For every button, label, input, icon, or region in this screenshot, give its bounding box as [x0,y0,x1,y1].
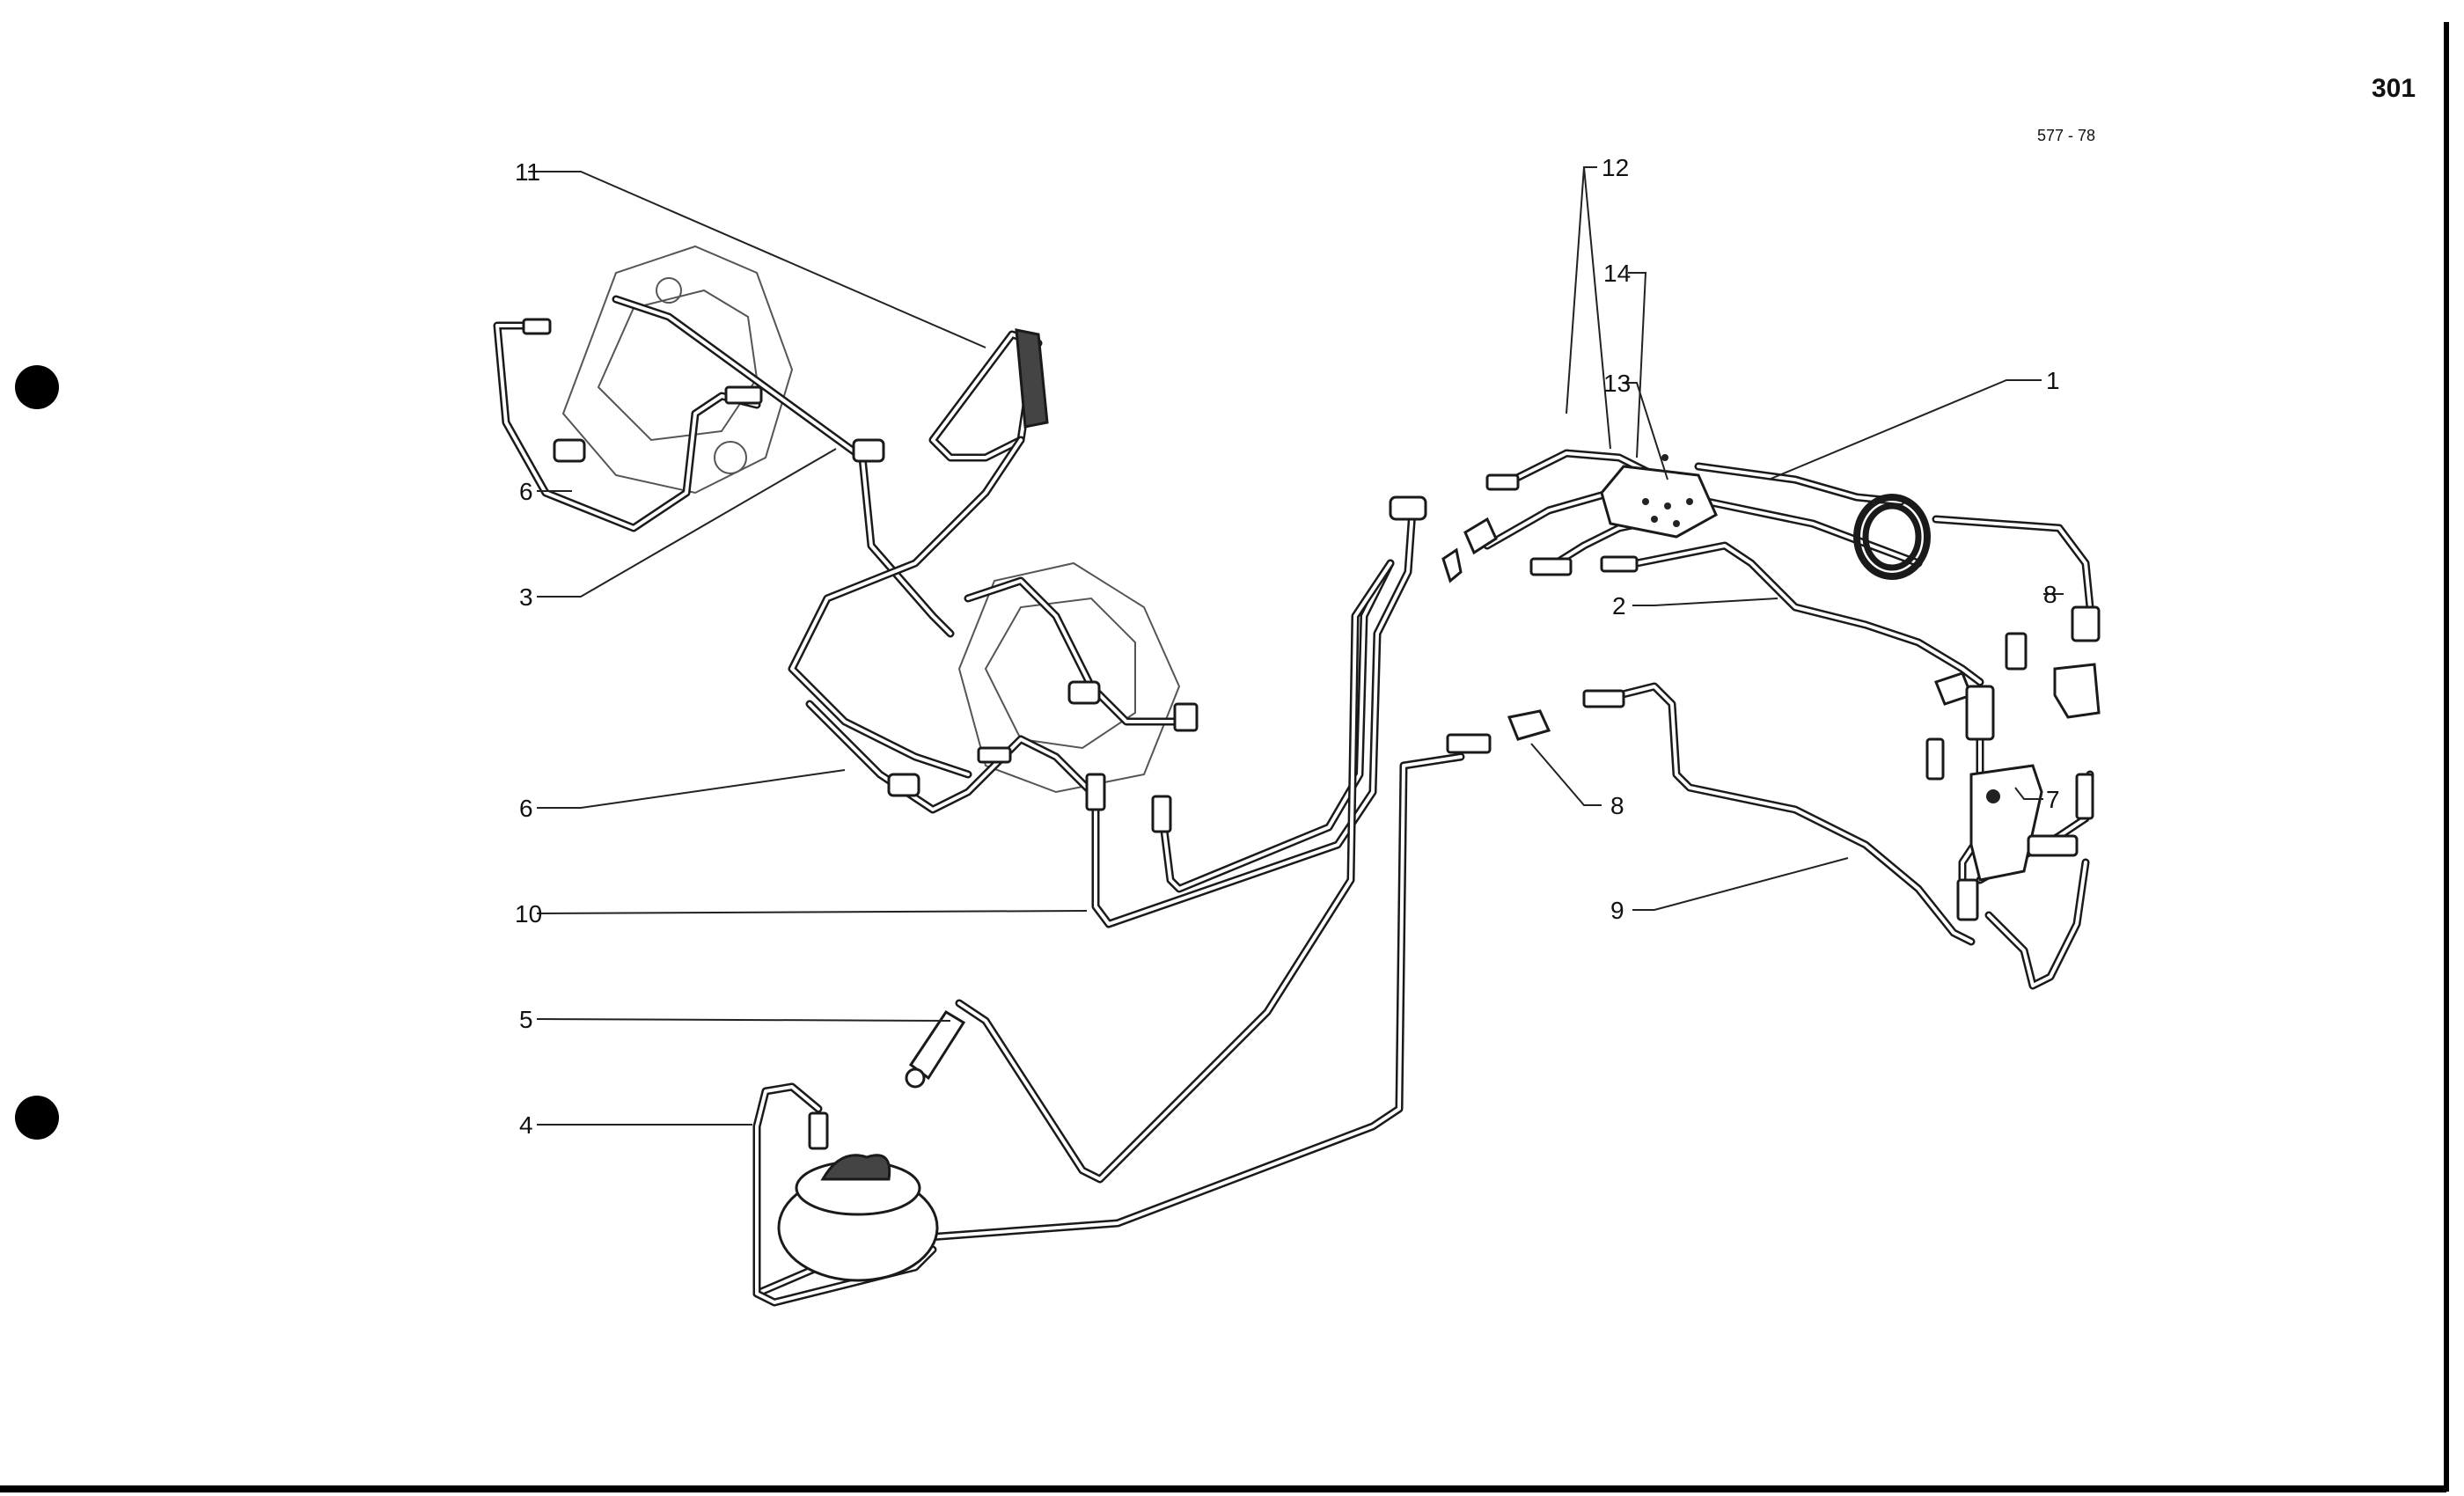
front-left-caliper-outline [561,245,794,495]
callout-8-middle: 8 [1610,792,1624,819]
page-number: 301 [2372,74,2416,103]
bracket-6-upper [553,438,885,463]
drawing-reference: 577 - 78 [2037,127,2095,144]
callout-14: 14 [1603,260,1631,287]
regulator-valve-7 [1969,764,2079,882]
callout-6-lower: 6 [519,795,533,822]
master-cylinder-4 [777,1111,939,1282]
binder-hole-top [15,365,59,409]
callout-6-upper: 6 [519,478,533,505]
callout-2: 2 [1612,592,1626,620]
brake-pipes [493,295,2094,1307]
connector-8-middle [1446,689,1625,754]
callout-8-right: 8 [2043,581,2057,608]
callout-13: 13 [1603,370,1631,397]
callout-9: 9 [1610,897,1624,924]
pipe-coil [1853,494,1931,580]
callout-4: 4 [519,1111,533,1139]
callout-12: 12 [1602,154,1629,181]
junction-block-13-14 [1600,454,1718,539]
bracket-6-lower [887,680,1101,797]
hose-11 [1015,328,1049,429]
fitting-5 [905,1009,966,1089]
callout-11: 11 [515,158,540,186]
fittings-rear [1925,632,2094,921]
callout-10: 10 [515,900,542,928]
binder-hole-bottom [15,1096,59,1140]
connector-8-right [2053,605,2101,719]
fittings-left [522,318,1199,833]
callout-labels: 11 12 14 13 1 2 8 7 8 9 6 3 6 10 5 4 [515,154,2060,1139]
callout-1: 1 [2046,367,2060,394]
leader-lines [528,166,2064,1126]
callout-3: 3 [519,583,533,611]
callout-7: 7 [2046,786,2060,813]
fittings-center [1389,473,1639,583]
callout-5: 5 [519,1006,533,1033]
